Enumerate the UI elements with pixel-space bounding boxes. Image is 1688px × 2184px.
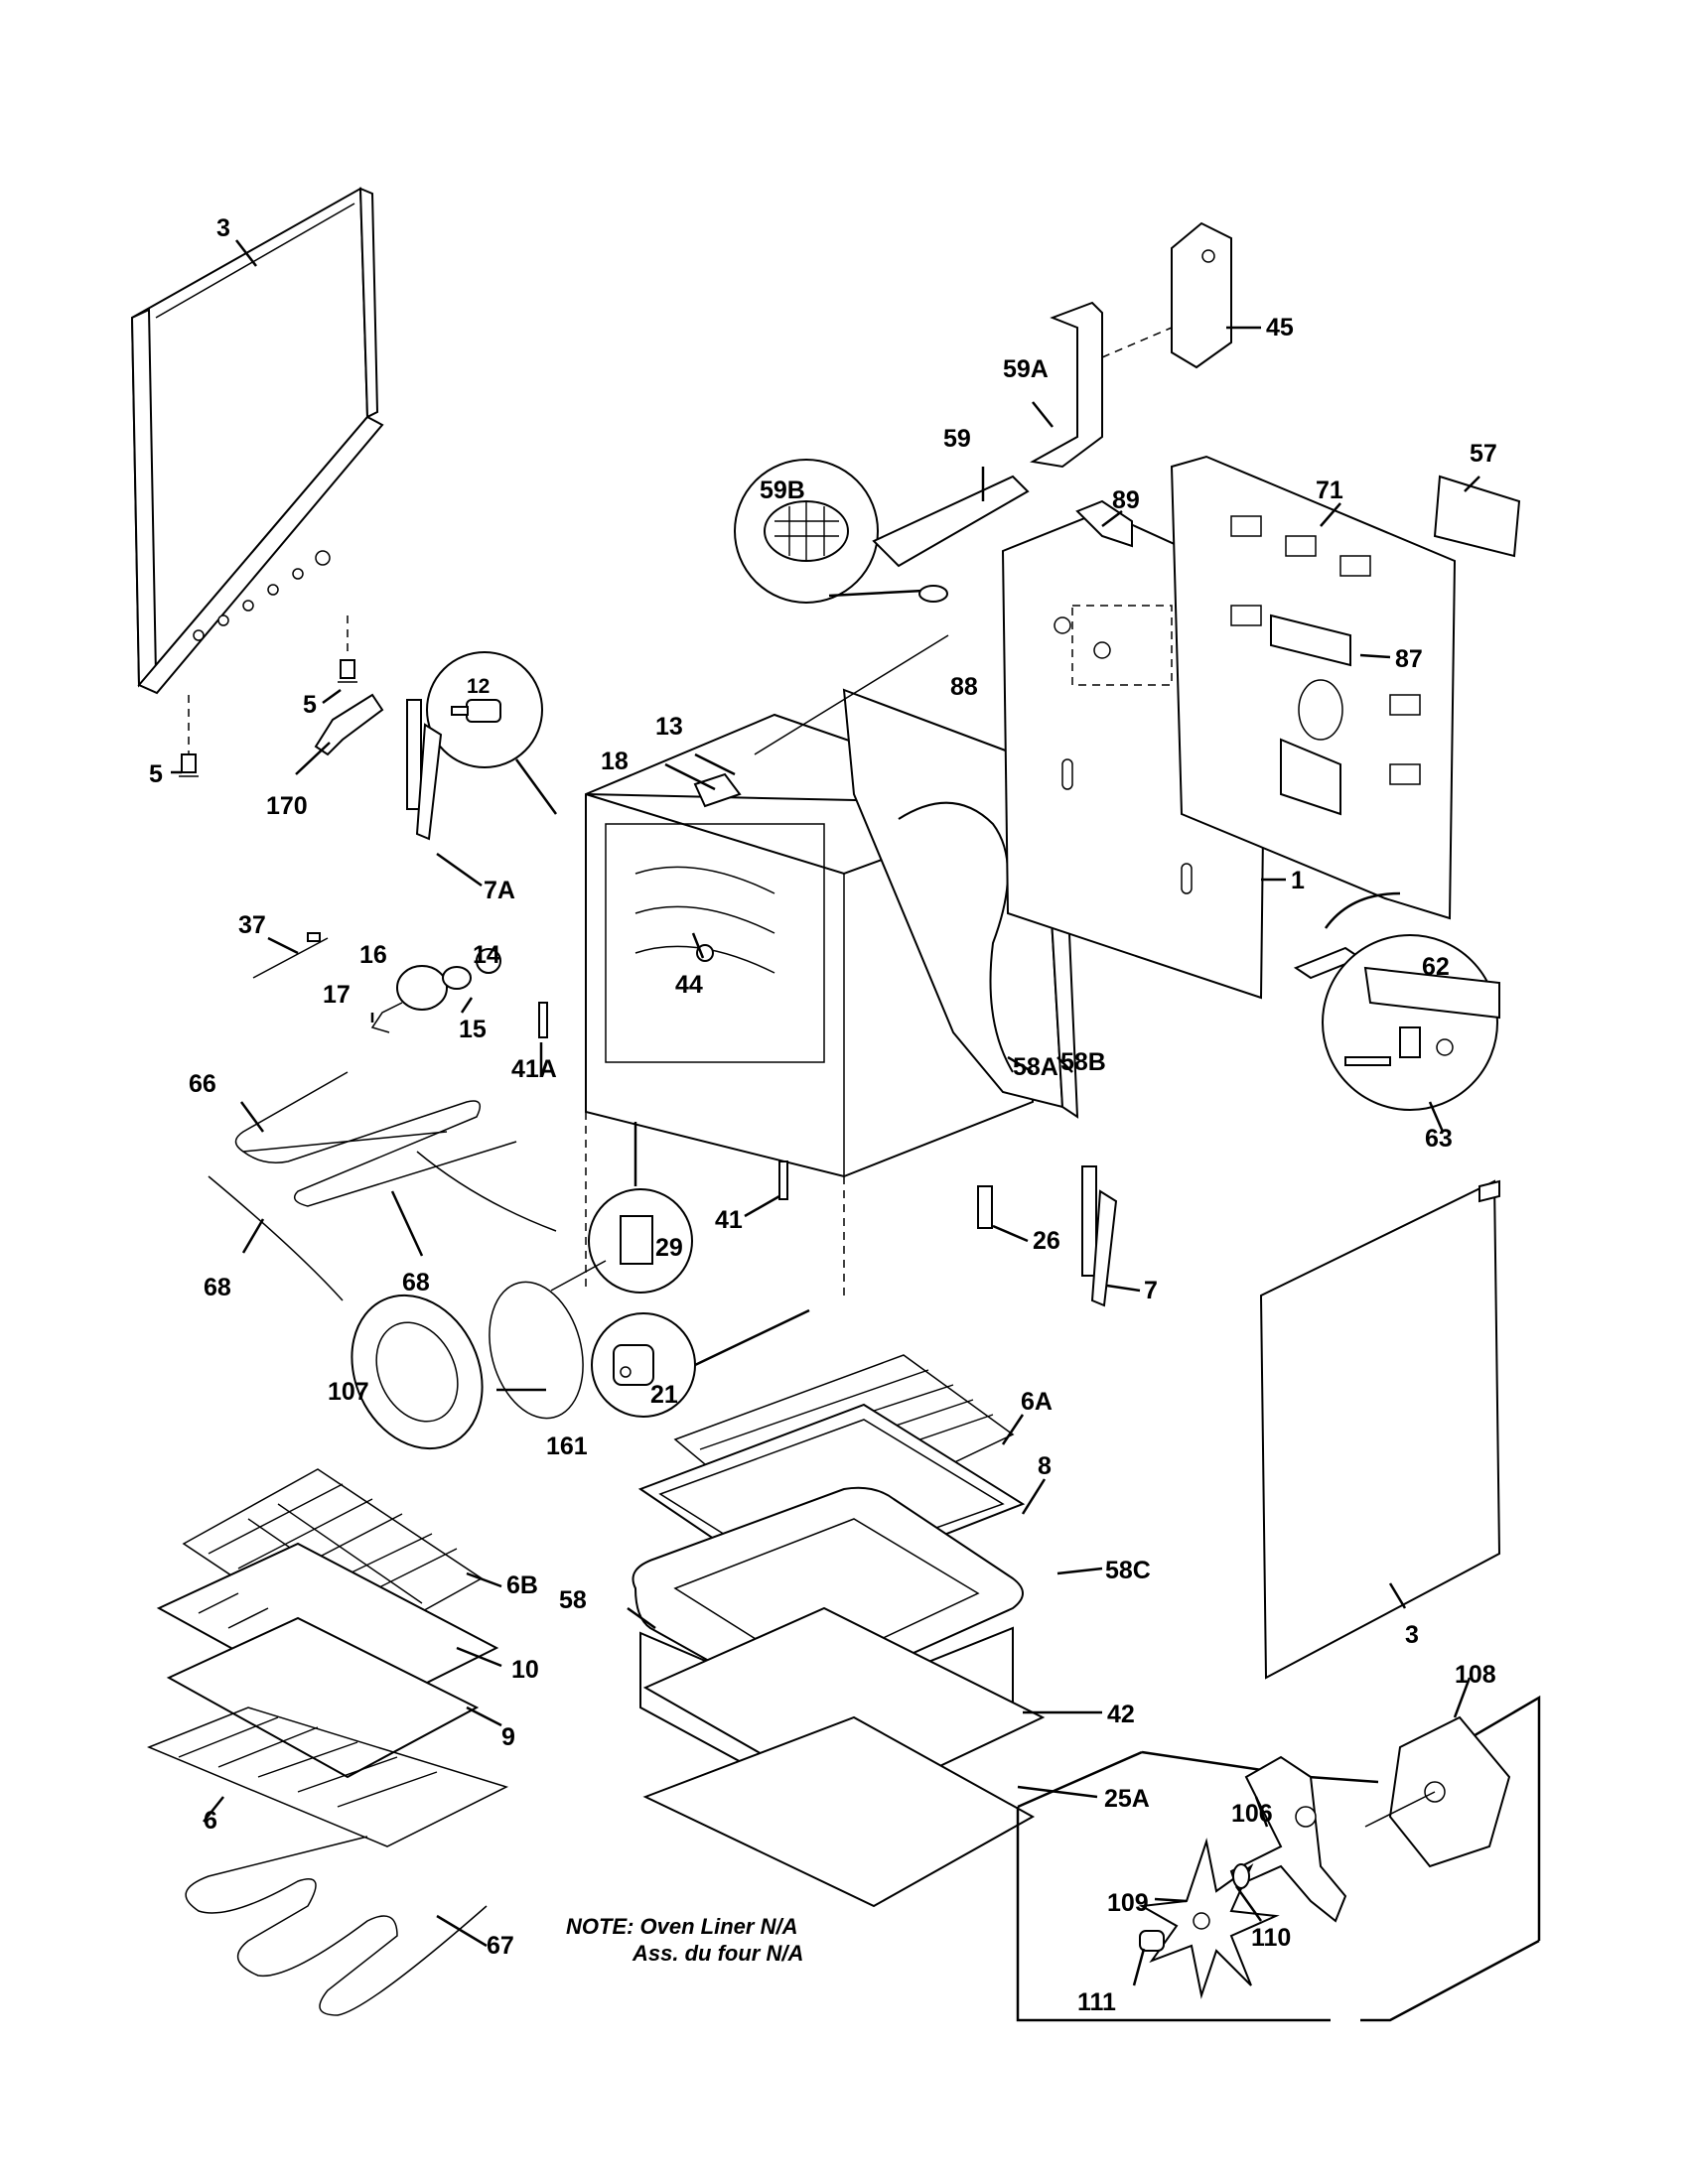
oven-rack-6: [147, 1706, 509, 1847]
label-68-left: 68: [204, 1274, 231, 1301]
label-7A: 7A: [484, 877, 515, 904]
label-14: 14: [473, 941, 500, 969]
label-16: 16: [359, 941, 387, 969]
label-37: 37: [238, 911, 266, 939]
label-9: 9: [501, 1723, 515, 1751]
terminal-block: [1293, 891, 1500, 1111]
label-25A: 25A: [1104, 1785, 1150, 1813]
label-66: 66: [189, 1070, 216, 1098]
label-45: 45: [1266, 314, 1294, 341]
callout-circle-12: [426, 651, 558, 815]
label-59B: 59B: [760, 477, 805, 504]
label-58A: 58A: [1013, 1053, 1058, 1081]
note: NOTE: Oven Liner N/A Ass. du four N/A: [566, 1914, 803, 1966]
label-6: 6: [204, 1807, 217, 1835]
label-17: 17: [323, 981, 351, 1009]
side-panel-left: [130, 187, 384, 754]
label-67: 67: [487, 1932, 514, 1960]
label-106: 106: [1231, 1800, 1273, 1828]
callout-labels: 3 5 5 170 12 7A 37 16 14 17 15 41A 66 68…: [149, 214, 1497, 2016]
label-59: 59: [943, 425, 971, 453]
bracket-41: [778, 1160, 788, 1200]
label-89: 89: [1112, 486, 1140, 514]
label-88: 88: [950, 673, 978, 701]
label-44: 44: [675, 971, 703, 999]
bake-element-67: [185, 1836, 488, 2016]
label-41: 41: [715, 1206, 743, 1234]
fan-bracket-106: [1229, 1755, 1347, 1923]
fan-motor-108: [1364, 1715, 1511, 1868]
wire-68: [208, 1151, 557, 1301]
sensor-37: [252, 932, 329, 979]
screw-5-lower: [179, 753, 199, 777]
heating-ring-161: [489, 1260, 607, 1420]
hinge-7: [1081, 1165, 1118, 1307]
label-110: 110: [1251, 1924, 1291, 1952]
label-8: 8: [1038, 1452, 1052, 1480]
bracket-170: [314, 693, 384, 756]
bracket-18: [693, 772, 742, 808]
sensor-44: [696, 944, 714, 962]
side-panel-right: [1259, 1179, 1501, 1680]
label-108: 108: [1455, 1661, 1496, 1689]
label-5-upper: 5: [303, 691, 317, 719]
note-line-1: NOTE: Oven Liner N/A: [566, 1914, 797, 1939]
label-5-lower: 5: [149, 760, 163, 788]
broil-element-66: [234, 1071, 517, 1207]
bracket-41A: [538, 1002, 548, 1038]
label-71: 71: [1316, 477, 1343, 504]
label-21: 21: [650, 1381, 678, 1409]
callout-circle-21: [591, 1308, 810, 1418]
label-6B: 6B: [506, 1571, 538, 1599]
label-6A: 6A: [1021, 1388, 1053, 1416]
label-107: 107: [328, 1378, 369, 1406]
label-58B: 58B: [1060, 1048, 1106, 1076]
hinge-7A: [406, 699, 443, 841]
light-assembly: [370, 948, 501, 1033]
callout-circle-29: [588, 1122, 693, 1294]
duct-59: [872, 475, 1030, 568]
label-59A: 59A: [1003, 355, 1049, 383]
label-12: 12: [467, 675, 490, 698]
label-161: 161: [546, 1433, 588, 1460]
label-18: 18: [601, 748, 629, 775]
label-plate-57: [1433, 475, 1521, 558]
label-7: 7: [1144, 1277, 1158, 1304]
fan-cover-107: [351, 1294, 484, 1450]
callout-circle-59B: [734, 459, 948, 604]
wire-88: [754, 634, 949, 755]
label-1: 1: [1291, 867, 1305, 894]
label-41A: 41A: [511, 1055, 557, 1083]
bracket-26: [977, 1185, 993, 1229]
label-57: 57: [1470, 440, 1497, 468]
label-42: 42: [1107, 1701, 1135, 1728]
label-15: 15: [459, 1016, 487, 1043]
label-58C: 58C: [1105, 1557, 1151, 1584]
label-87: 87: [1395, 645, 1423, 673]
label-62: 62: [1422, 953, 1450, 981]
label-109: 109: [1107, 1889, 1149, 1917]
label-13: 13: [655, 713, 683, 741]
label-111: 111: [1077, 1988, 1116, 2016]
label-10: 10: [511, 1656, 539, 1684]
broiler-pan-9: [166, 1616, 480, 1779]
washer-110: [1232, 1863, 1250, 1889]
note-line-2: Ass. du four N/A: [632, 1941, 803, 1966]
bottom-panel-25A: [642, 1715, 1036, 1908]
label-3-right: 3: [1405, 1621, 1419, 1649]
box-45: [1101, 221, 1232, 369]
leader-lines: [171, 239, 1480, 1986]
label-29: 29: [655, 1234, 683, 1262]
screw-5-upper: [338, 659, 357, 683]
nut-111: [1139, 1930, 1165, 1952]
label-58: 58: [559, 1586, 587, 1614]
label-3-left: 3: [216, 214, 230, 242]
rear-cover-71: [1170, 455, 1457, 920]
label-63: 63: [1425, 1125, 1453, 1153]
duct-59A: [1030, 301, 1103, 469]
label-170: 170: [266, 792, 308, 820]
label-68-right: 68: [402, 1269, 430, 1297]
label-26: 26: [1033, 1227, 1060, 1255]
